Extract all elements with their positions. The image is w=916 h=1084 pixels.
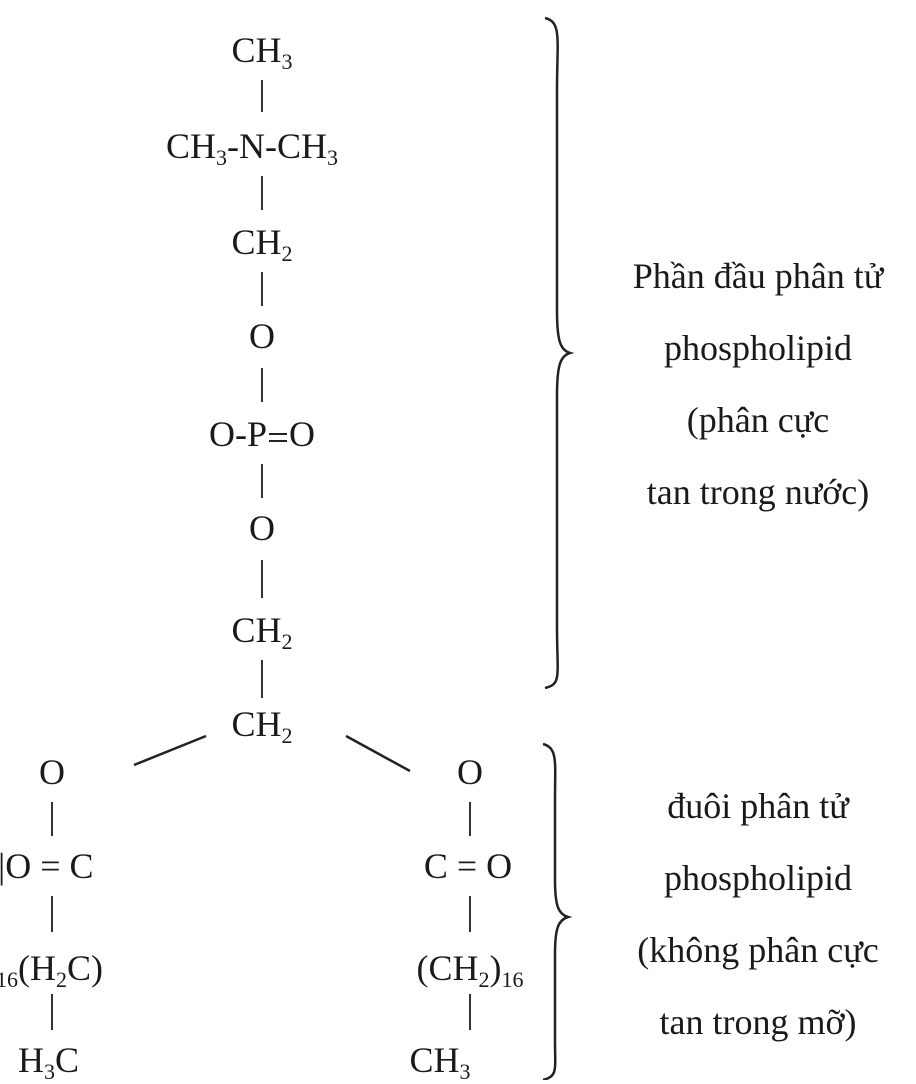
head-label: Phần đầu phân tử phospholipid (phân cực … <box>600 240 916 528</box>
bond-line <box>469 802 471 836</box>
bond-line <box>261 176 263 210</box>
tail-label-line-2: phospholipid <box>663 858 852 898</box>
bond-line <box>261 560 263 598</box>
tail-label: đuôi phân tử phospholipid (không phân cự… <box>600 770 916 1058</box>
left-branch-bond <box>133 734 207 767</box>
methylene-group-2: CH2 <box>231 610 293 654</box>
bond-line <box>51 896 53 932</box>
tail-label-line-1: đuôi phân tử <box>667 786 849 826</box>
tail-brace <box>542 742 573 1080</box>
bond-line <box>261 660 263 698</box>
methylene-group-1: CH2 <box>231 222 293 266</box>
right-branch-bond <box>345 734 411 773</box>
trimethylammonium-group: CH3-N-CH3 <box>166 126 338 170</box>
bond-line <box>51 802 53 836</box>
methyl-group-top: CH3 <box>231 30 293 74</box>
left-terminal-methyl: H3C <box>18 1040 80 1084</box>
head-label-line-4: tan trong nước) <box>646 472 870 512</box>
tail-label-line-3: (không phân cực <box>637 930 879 970</box>
bond-line <box>261 368 263 402</box>
bond-line <box>261 272 263 306</box>
right-methylene-chain: (CH2)16 <box>416 948 524 992</box>
oxygen-atom-1: O <box>249 316 275 356</box>
right-terminal-methyl: CH3 <box>409 1040 471 1084</box>
tail-label-line-4: tan trong mỡ) <box>659 1002 857 1042</box>
bond-line <box>469 896 471 932</box>
bond-line <box>51 994 53 1030</box>
head-label-line-3: (phân cực <box>686 400 830 440</box>
left-methylene-chain: 16(H2C) <box>0 948 103 992</box>
right-oxygen-atom: O <box>457 752 483 792</box>
right-carbonyl-group: C = O <box>423 846 513 886</box>
head-label-line-2: phospholipid <box>663 328 852 368</box>
methylene-group-3: CH2 <box>231 704 293 748</box>
head-label-line-1: Phần đầu phân tử <box>632 256 884 296</box>
left-carbonyl-group: |O = C <box>0 846 94 886</box>
bond-line <box>261 464 263 498</box>
bond-line <box>469 994 471 1030</box>
left-oxygen-atom: O <box>39 752 65 792</box>
head-brace <box>544 16 575 690</box>
oxygen-atom-2: O <box>249 508 275 548</box>
bond-line <box>261 80 263 112</box>
